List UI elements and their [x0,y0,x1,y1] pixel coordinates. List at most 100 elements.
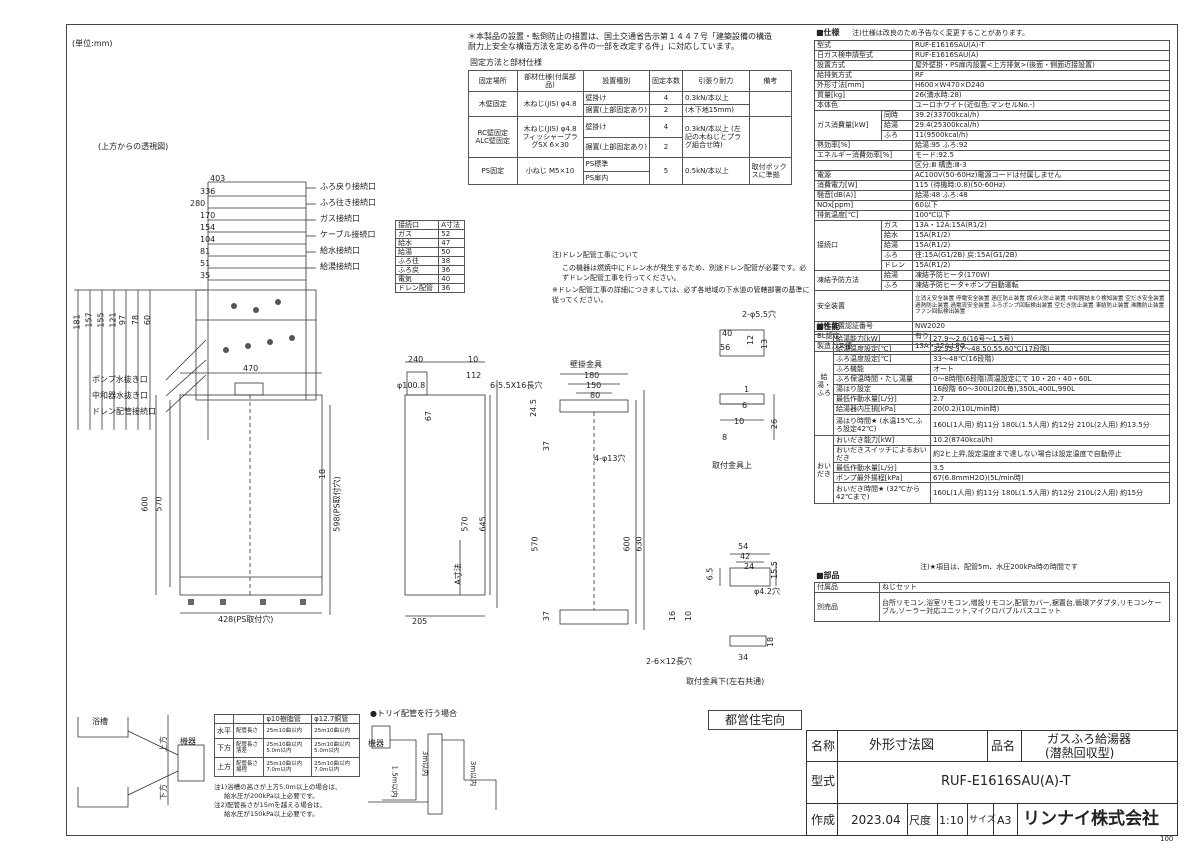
perf-val: 33～48℃(16段階) [930,354,1170,365]
fix-header: 引張り耐力 [682,70,750,92]
bracket-bottom-label: 取付金具下(左右共通) [686,677,765,686]
conn-label: ドレン配管接続口 [92,407,156,416]
dim: 154 [200,223,216,232]
page-number: 100 [1160,835,1174,843]
conn-cell: 電気 [394,274,440,285]
spec-key: 型式 [814,40,913,51]
spec-val: モード:92.5 [912,150,1170,161]
spec-key: 設置方式 [814,60,913,71]
spec-val: H600×W470×D240 [912,80,1170,91]
fix-cell: 壁掛け [582,91,651,105]
dim: 157 [84,312,94,328]
drain-note: 注)ドレン配管工事について [552,251,639,259]
fix-cell: 4 [649,116,683,138]
pipe-header: φ10樹脂管 [263,713,313,725]
pipe-cell: 25m10曲以内 5.0m以内 [263,738,313,759]
prod-value-2: (潜熱回収型) [1045,746,1115,760]
scale-label: 尺度 [909,814,931,827]
pipe-cell: 25m10曲以内 [263,723,313,740]
dim: φ4.2穴 [754,587,780,596]
pipe-label-down: 下方 [159,784,168,800]
conn-cell: ドレン配管 [394,283,440,294]
perf-table: 給湯・ふろ給湯能力[kW]27.9～2.6(16号～1.5号) 給湯温度設定[℃… [814,334,1170,505]
spec-val: 11(9500kcal/h) [912,130,1170,141]
perf-key: ふろ温度設定[℃] [833,354,931,365]
pipe-note: 給水圧が150kPa以上必要です。 [224,810,319,818]
name-label: 名称 [811,739,836,753]
conn-cell: 50 [438,247,465,258]
model-value: RUF-E1616SAU(A)-T [941,774,1071,789]
dim: 336 [200,187,216,196]
conn-cell: ガス [394,229,440,240]
dim: 26 [770,418,780,430]
dim: 15.5 [769,561,779,579]
perf-key: 最低作動水量[L/分] [833,462,931,474]
spec-key: 質量[kg] [814,90,913,101]
side-view [404,361,498,617]
stamp: 都営住宅向 [708,710,802,730]
dim: 34 [738,653,749,662]
perf-key: 最低作動水量[L/分] [833,394,931,405]
dim: 155 [96,312,106,328]
drain-note: ※ドレン配管工事の詳細につきましては、必ず各地域の下水道の管轄部署の基準に従って… [552,286,810,304]
perf-key: 湯はり時間★ (水温15℃,ふろ設定42℃) [833,414,931,436]
bracket-top-view [719,329,775,440]
pipe-label-up: 上方 [159,736,168,752]
dim: 81 [200,247,211,256]
fix-cell [748,91,793,117]
fix-cell: 据置(上部固定あり) [582,136,651,158]
dim: 240 [408,355,424,364]
size-label: サイズ [969,815,996,825]
parts-key: 別売品 [814,592,880,622]
fix-cell: PS固定 [468,157,518,185]
parts-title: ■部品 [816,571,840,580]
perf-val: オート [930,364,1170,375]
spec-key: 日ガス検申請型式 [814,50,913,61]
spec-key: NOx[ppm] [814,200,913,211]
perf-val: 2.7 [930,394,1170,405]
dim: 10 [468,355,479,364]
dim: 280 [190,199,206,208]
dim: A寸法 [453,563,463,585]
perf-val: 27.9～2.6(16号～1.5号) [930,334,1170,345]
fix-table: 固定場所 部材仕様(付属部品) 設置種別 固定本数 引張り耐力 備考 木壁固定 … [468,70,793,185]
dim: 570 [530,536,540,552]
perf-val: 0～8時間(6段階)高温設定にて 10・20・40・60L [930,374,1170,385]
perf-key: ポンプ最外揚程[kPa] [833,472,931,484]
conn-cell: 36 [438,283,465,294]
spec-val: 凍結予防ヒータ+ポンプ自動運転 [912,280,1170,291]
dim: 2-φ5.5穴 [742,310,776,319]
spec-key: 凍結予防方法 [814,270,882,291]
dim: 10 [684,610,694,622]
dim: 80 [590,391,601,400]
spec-val: 往:15A(G1/2B) 戻:15A(G1/2B) [912,250,1170,261]
fix-cell: 4 [649,91,683,105]
dim: 67 [424,410,434,422]
dim: 470 [243,364,259,373]
dim: 42 [740,552,751,561]
parts-table: 付属品ねじセット 別売品台所リモコン,浴室リモコン,増設リモコン,配管カバー,据… [814,582,1170,622]
perf-group: おいだき [814,434,834,505]
dim: 40 [722,329,733,338]
perf-note: 注)★項目は、配管5m、水圧200kPa時の時間です [920,563,1078,571]
spec-title: ■仕様 [816,28,840,37]
pipe-note: 注2)配管長さが15mを越える場合は、 [214,801,327,809]
fix-cell: 2 [649,136,683,158]
fix-cell: 壁掛け [582,116,651,138]
title-block: 名称 外形寸法図 品名 ガスふろ給湯器 (潜熱回収型) 型式 RUF-E1616… [806,730,1178,836]
conn-cell: 38 [438,256,465,267]
fix-header: 固定場所 [468,70,518,92]
perf-val: 3.5 [930,462,1170,474]
perspective-label: (上方からの透視図) [98,142,169,151]
spec-key: エネルギー消費効率[%] [814,150,913,161]
spec-key: 接続口 [814,220,882,271]
parts-val: 台所リモコン,浴室リモコン,増設リモコン,配管カバー,据置台,循環アダプタ,リモ… [879,592,1170,622]
spec-val: RUF-E1616SAU(A)-T [912,40,1170,51]
spec-subkey: ドレン [881,260,913,271]
fix-cell: 0.3kN/本以上 (左記の木ねじとプラグ組合せ時) [682,116,750,158]
fix-cell: (木下地15mm) [682,103,750,117]
spec-val: AC100V(50-60Hz)電源コードは付属しません [912,170,1170,181]
spec-val: 29.4(25300kcal/h) [912,120,1170,131]
spec-subkey: ふろ [881,130,913,141]
dim: 1 [744,385,750,394]
